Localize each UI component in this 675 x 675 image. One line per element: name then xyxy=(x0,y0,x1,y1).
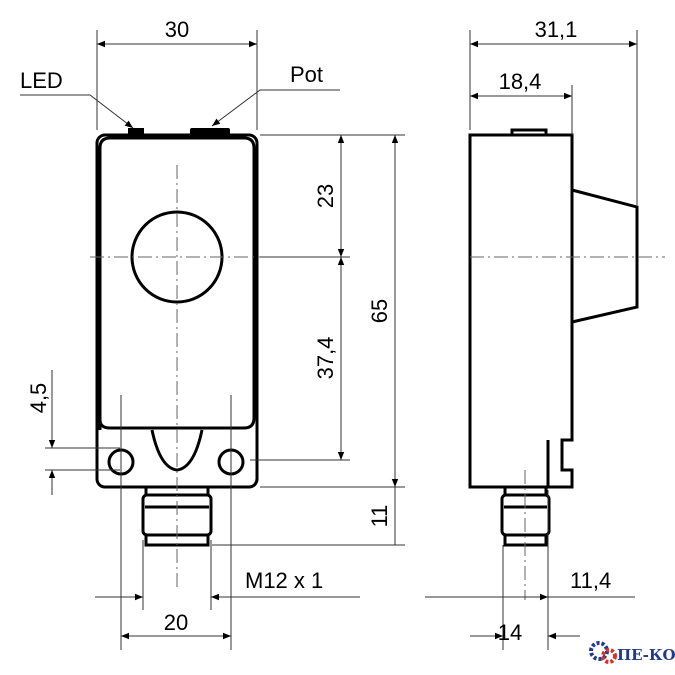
dim-connector-11: 11 xyxy=(367,505,392,528)
dim-depth-18-4: 18,4 xyxy=(499,69,542,94)
dim-height-37-4: 37,4 xyxy=(313,337,338,380)
company-logo: ПЕ-КО xyxy=(589,641,675,664)
dim-offset-11-4: 11,4 xyxy=(570,568,611,593)
front-view xyxy=(90,128,264,650)
sensing-head xyxy=(571,188,639,324)
led-indicator xyxy=(128,128,144,135)
dim-hole-spacing-20: 20 xyxy=(164,610,188,635)
thread-label: M12 x 1 xyxy=(245,568,323,593)
dim-depth-31-1: 31,1 xyxy=(535,17,578,42)
notch xyxy=(150,429,204,472)
dim-width-30: 30 xyxy=(165,17,189,42)
dim-hole-offset-4-5: 4,5 xyxy=(26,383,51,414)
side-view xyxy=(468,128,665,600)
gear-icon-red xyxy=(601,648,617,664)
dim-position-14: 14 xyxy=(498,620,522,645)
dim-height-23: 23 xyxy=(313,184,338,208)
side-body-outline xyxy=(468,133,574,489)
front-dimensions: 30 LED Pot 23 37,4 65 11 4,5 M12 x 1 20 xyxy=(20,17,405,640)
led-label: LED xyxy=(20,68,63,93)
side-pot xyxy=(510,128,548,137)
pot-label: Pot xyxy=(290,62,323,87)
potentiometer xyxy=(190,128,230,135)
side-dimensions: 31,1 18,4 11,4 14 xyxy=(425,17,638,650)
sensor-window xyxy=(98,136,256,430)
dim-height-65: 65 xyxy=(367,299,392,323)
logo-text: ПЕ-КО xyxy=(617,646,675,664)
